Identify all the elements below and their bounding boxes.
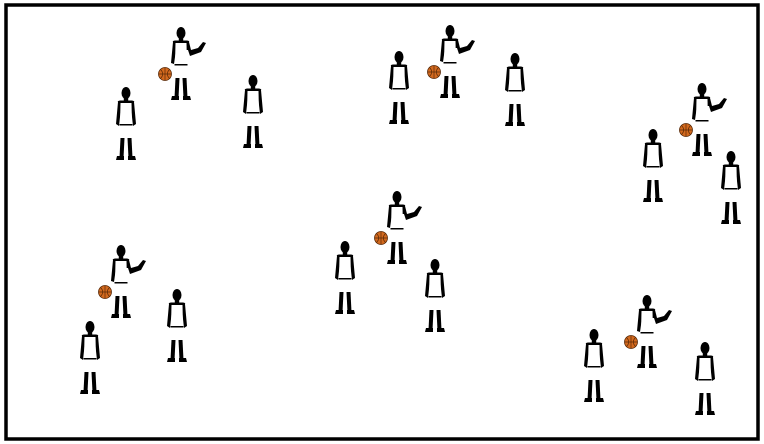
basketball-icon	[625, 336, 638, 349]
basketball-icon	[99, 286, 112, 299]
court-boundary	[6, 5, 758, 439]
basketball-icon	[428, 66, 441, 79]
basketball-icon	[375, 232, 388, 245]
basketball-icon	[680, 124, 693, 137]
basketball-icon	[159, 68, 172, 81]
